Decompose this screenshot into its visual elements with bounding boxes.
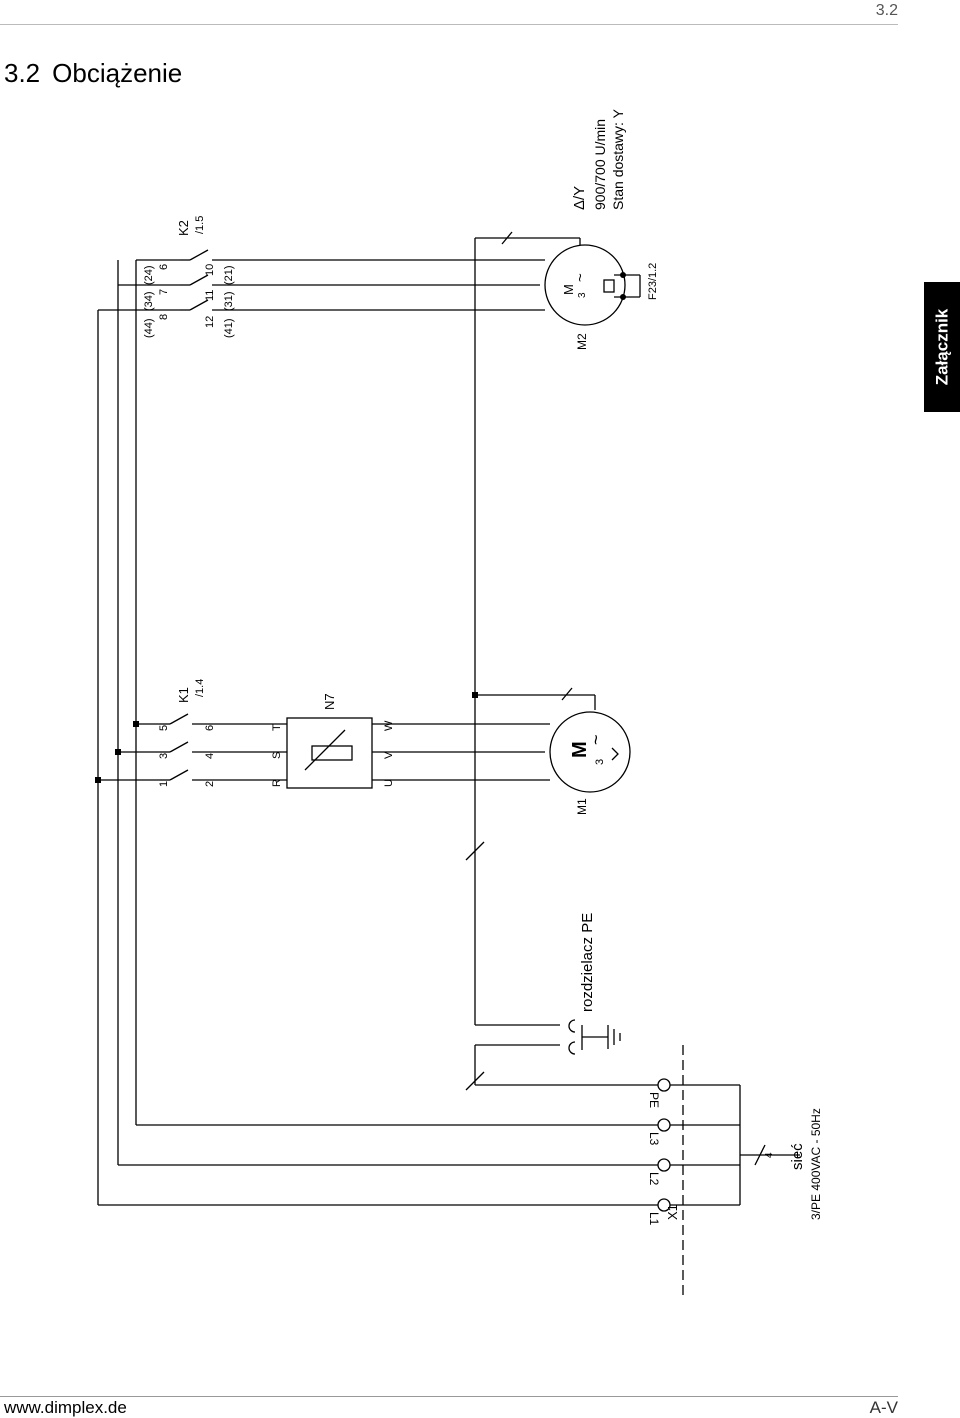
k2-t31: (31) bbox=[223, 291, 235, 311]
motor-m1-label: M1 bbox=[575, 798, 589, 815]
motor-m2-phases: 3 bbox=[577, 292, 588, 298]
junction-pe bbox=[472, 692, 478, 698]
k2-t12: 12 bbox=[204, 316, 216, 328]
motor-m2 bbox=[544, 244, 626, 326]
footer-page-ref: A-V bbox=[869, 1398, 898, 1417]
k1-t2: 2 bbox=[204, 781, 216, 787]
k2-c2-blade bbox=[189, 274, 209, 286]
section-title-text: Obciążenie bbox=[52, 58, 183, 88]
header-rule bbox=[0, 24, 898, 25]
motor-m1-ac: ~ bbox=[586, 734, 606, 745]
mains-cable-slash bbox=[754, 1144, 766, 1166]
junction-l1 bbox=[95, 777, 101, 783]
terminal-pe bbox=[657, 1078, 671, 1092]
footer-rule bbox=[0, 1396, 898, 1397]
page-number: 3.2 bbox=[875, 2, 898, 19]
k1-t5: 5 bbox=[158, 725, 170, 731]
motor-m2-label: M2 bbox=[575, 333, 589, 350]
softstarter-label: N7 bbox=[322, 693, 337, 710]
k1-c3-blade bbox=[169, 713, 189, 725]
k1-t4: 4 bbox=[204, 753, 216, 759]
appendix-tab[interactable]: Załącznik bbox=[924, 282, 960, 412]
mains-label: sieć bbox=[789, 1143, 806, 1170]
k2-c3-blade bbox=[189, 249, 209, 261]
k1-ref-label: /1.4 bbox=[194, 679, 206, 697]
pe-m1-slash bbox=[561, 687, 573, 701]
thermal-label: F23/1.2 bbox=[647, 263, 659, 300]
k2-t11: 11 bbox=[204, 290, 216, 301]
k2-c1-blade bbox=[189, 299, 209, 311]
k2-t10: 10 bbox=[204, 264, 216, 276]
k2-t6: 6 bbox=[158, 264, 170, 270]
motor-m1-phases: 3 bbox=[594, 759, 606, 765]
terminal-l2 bbox=[657, 1158, 671, 1172]
n7-w: W bbox=[383, 720, 395, 731]
k2-t21: (21) bbox=[223, 265, 235, 285]
k1-c1-blade bbox=[169, 769, 189, 781]
terminal-l1 bbox=[657, 1198, 671, 1212]
n7-r: R bbox=[271, 779, 283, 787]
motor-m1-thermal bbox=[611, 747, 619, 761]
k2-t34: (34) bbox=[143, 291, 155, 311]
delivery-state-label: Stan dostawy: Y bbox=[610, 108, 626, 210]
wire-count-label: 4 bbox=[764, 1152, 775, 1158]
motor-m2-symbol: M bbox=[561, 284, 576, 295]
section-title: 3.2 Obciążenie bbox=[4, 58, 182, 89]
thermal-dot-2 bbox=[620, 294, 626, 300]
pe-m2-slash bbox=[501, 231, 513, 245]
pe-slash-2 bbox=[465, 841, 485, 861]
junction-l3 bbox=[133, 721, 139, 727]
terminal-l3 bbox=[657, 1118, 671, 1132]
k2-label: K2 bbox=[176, 220, 191, 236]
k2-t7: 7 bbox=[158, 289, 170, 295]
k1-c2-blade bbox=[169, 741, 189, 753]
pe-clamp-1 bbox=[568, 1019, 576, 1033]
motor-connection-label: Δ/Y bbox=[571, 186, 588, 210]
n7-s: S bbox=[271, 752, 283, 759]
terminal-block-label: X1 bbox=[665, 1204, 680, 1220]
k2-t24: (24) bbox=[143, 265, 155, 285]
motor-m1 bbox=[549, 711, 631, 793]
k2-ref-label: /1.5 bbox=[194, 216, 206, 234]
terminal-l3-label: L3 bbox=[647, 1132, 661, 1146]
thermal-dot-1 bbox=[620, 272, 626, 278]
terminal-pe-label: PE bbox=[647, 1092, 661, 1108]
section-number: 3.2 bbox=[4, 58, 41, 88]
k2-t8: 8 bbox=[158, 314, 170, 320]
pe-distributor-label: rozdzielacz PE bbox=[579, 913, 596, 1012]
k2-t44: (44) bbox=[143, 318, 155, 338]
pe-slash-1 bbox=[465, 1071, 485, 1091]
motor-m2-ac: ~ bbox=[572, 273, 589, 282]
pe-clamp-2 bbox=[568, 1041, 576, 1055]
terminal-l2-label: L2 bbox=[647, 1172, 661, 1186]
k1-t1: 1 bbox=[158, 781, 170, 787]
softstarter-resistor bbox=[311, 745, 353, 761]
motor-m1-symbol: M bbox=[569, 741, 591, 758]
mains-spec-label: 3/PE 400VAC - 50Hz bbox=[809, 1108, 823, 1220]
n7-u: U bbox=[383, 779, 395, 787]
n7-v: V bbox=[383, 751, 395, 759]
k1-t6: 6 bbox=[204, 725, 216, 731]
softstarter-variable-arrow bbox=[304, 729, 346, 771]
k1-label: K1 bbox=[176, 687, 191, 703]
junction-l2 bbox=[115, 749, 121, 755]
k1-t3: 3 bbox=[158, 753, 170, 759]
softstarter-n7-box bbox=[286, 717, 373, 789]
motor-speed-label: 900/700 U/min bbox=[592, 119, 608, 210]
n7-t: T bbox=[271, 724, 283, 731]
k2-t41: (41) bbox=[223, 318, 235, 338]
footer-website[interactable]: www.dimplex.de bbox=[4, 1398, 127, 1417]
terminal-l1-label: L1 bbox=[647, 1212, 661, 1226]
motor-m2-thermal-box bbox=[603, 279, 615, 293]
